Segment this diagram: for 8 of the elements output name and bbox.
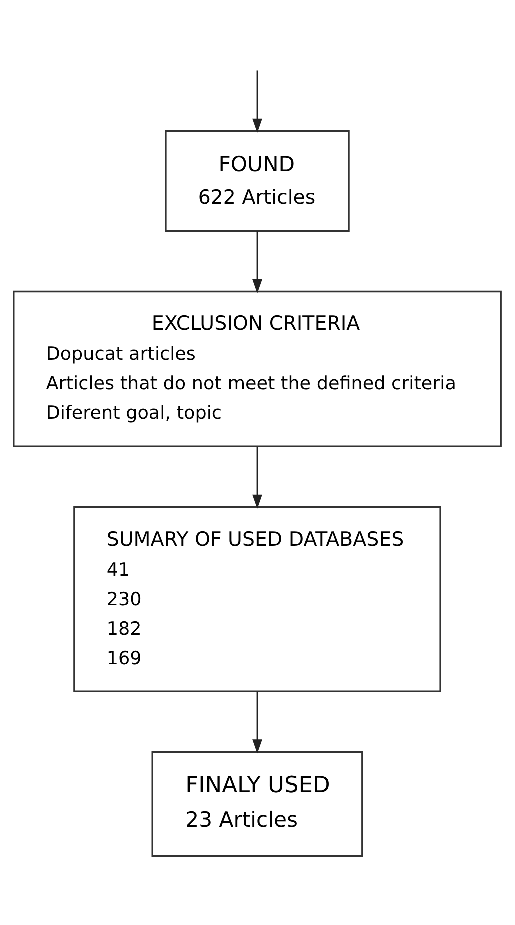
arrow <box>252 70 262 133</box>
node-box: FOUND 622 Articles <box>165 130 350 232</box>
node-box: FINALY USED 23 Articles <box>152 750 364 857</box>
node-box: EXCLUSION CRITERIA Dopucat articles Articles that do not meet the defined criteria Diferent goal, topic <box>13 290 502 447</box>
arrow <box>252 230 262 294</box>
node-box: SUMARY OF USED DATABASES 41 230 182 169 <box>74 506 442 692</box>
arrow <box>252 691 262 754</box>
arrow <box>252 446 262 508</box>
